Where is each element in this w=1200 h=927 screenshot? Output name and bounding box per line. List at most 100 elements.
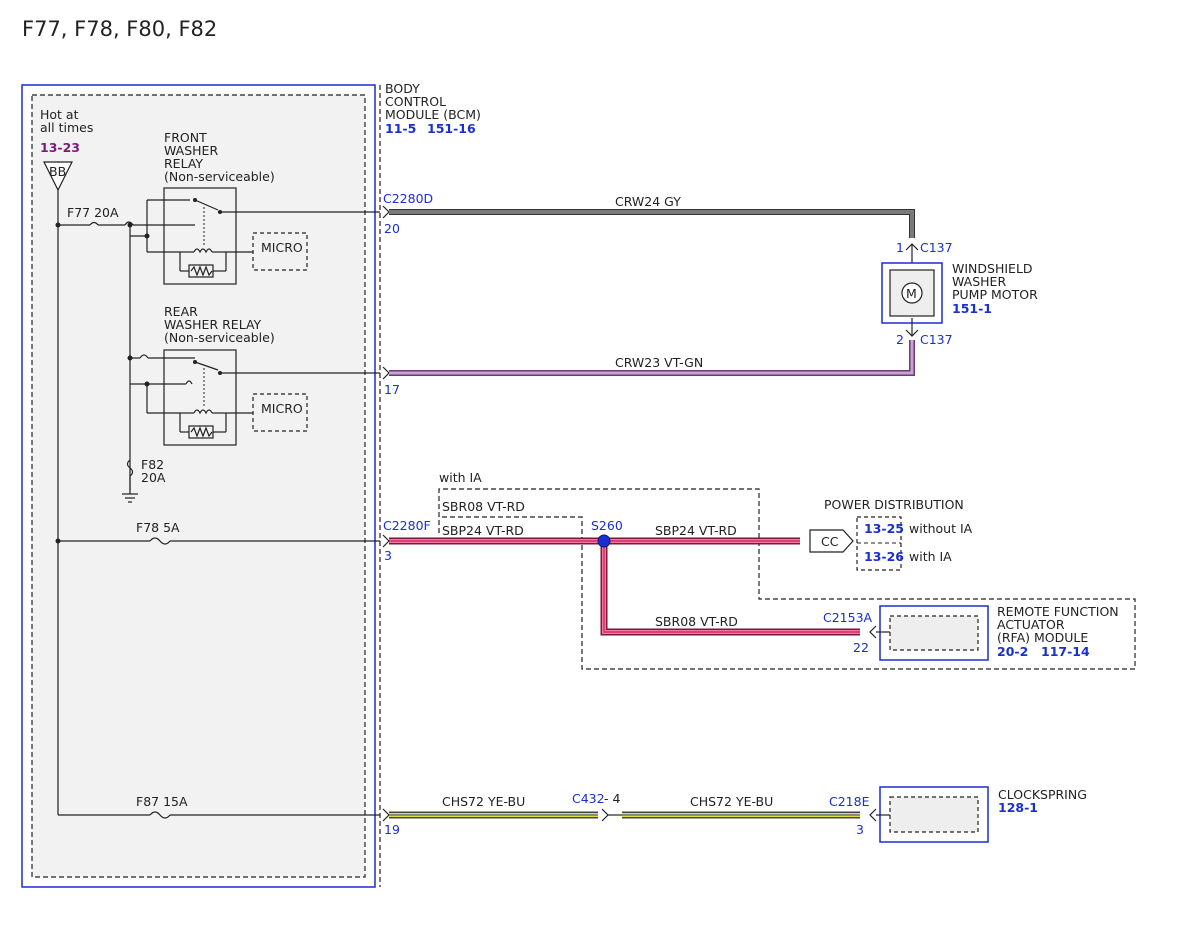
relay-resistor-zigzag: [190, 426, 213, 438]
power-dist-ref-1[interactable]: 13-25: [864, 521, 904, 536]
wire-sbp24-left-label: SBP24 VT-RD: [442, 523, 524, 538]
with-ia-label: with IA: [439, 470, 482, 485]
bcm-label-1: BODY: [385, 81, 420, 96]
clockspring-ref[interactable]: 128-1: [998, 800, 1038, 815]
c2280d-pin-20: 20: [384, 221, 400, 236]
fuse-f87-label: F87 15A: [136, 794, 188, 809]
c137-pin-1: 1: [896, 240, 904, 255]
connector-arrow: [382, 366, 390, 380]
c137-pin-2: 2: [896, 332, 904, 347]
clockspring-label: CLOCKSPRING: [998, 787, 1087, 802]
wire-crossover: [185, 380, 193, 385]
power-dist-note-1: without IA: [909, 521, 973, 536]
connector-arrow: [382, 205, 390, 219]
wire-chs72-left-label: CHS72 YE-BU: [442, 794, 525, 809]
wire-sbp24-right-label: SBP24 VT-RD: [655, 523, 737, 538]
washer-motor-label-2: WASHER: [952, 274, 1006, 289]
relay-coil: [193, 409, 213, 415]
splice-s260[interactable]: [597, 534, 611, 548]
fuse-f77-symbol: [89, 221, 99, 226]
hot-label-1: Hot at: [40, 107, 79, 122]
rear-relay-box: [163, 349, 237, 446]
connector-arrow: [382, 534, 390, 548]
power-dist-ref-2[interactable]: 13-26: [864, 549, 904, 564]
clockspring-body: [889, 796, 979, 833]
front-micro-box: [252, 232, 308, 271]
connector-arrow: [869, 808, 877, 822]
rear-micro-label: MICRO: [261, 401, 303, 416]
c432-arrow: [601, 808, 609, 822]
cc-label: CC: [821, 534, 839, 549]
rfa-label-3: (RFA) MODULE: [997, 630, 1088, 645]
relay-coil: [193, 248, 213, 254]
wire-crw23-label: CRW23 VT-GN: [615, 355, 703, 370]
bcm-ref-1[interactable]: 11-5: [385, 121, 416, 136]
cc-connector[interactable]: [809, 529, 854, 553]
front-relay-label-3: RELAY: [164, 156, 203, 171]
fuse-f78-symbol: [149, 537, 171, 545]
fuse-f82-label: F82: [141, 457, 164, 472]
c137-bottom-arrow: [905, 329, 919, 337]
power-ref[interactable]: 13-23: [40, 140, 80, 155]
splice-s260-label: S260: [591, 518, 623, 533]
connector-c137-bottom[interactable]: C137: [920, 332, 953, 347]
bus-bb-symbol: [43, 161, 73, 192]
rfa-ref-1[interactable]: 20-2: [997, 644, 1028, 659]
c218e-pin-3: 3: [856, 822, 864, 837]
wire-crw23[interactable]: [389, 340, 914, 375]
motor-symbol: M: [906, 286, 917, 301]
relay-resistor-zigzag: [190, 265, 213, 277]
connector-c218e[interactable]: C218E: [829, 794, 870, 809]
rfa-ref-2[interactable]: 117-14: [1041, 644, 1090, 659]
connector-c2280f[interactable]: C2280F: [383, 518, 431, 533]
front-relay-label-2: WASHER: [164, 143, 218, 158]
washer-motor-label-3: PUMP MOTOR: [952, 287, 1038, 302]
hot-label-2: all times: [40, 120, 93, 135]
front-micro-label: MICRO: [261, 240, 303, 255]
fuse-f87-symbol: [149, 811, 171, 819]
front-relay-box: [163, 187, 237, 285]
connector-c2280d[interactable]: C2280D: [383, 191, 433, 206]
washer-motor-ref[interactable]: 151-1: [952, 301, 992, 316]
connector-c137-top[interactable]: C137: [920, 240, 953, 255]
wire-crossover: [139, 354, 149, 359]
fuse-f82-symbol: [126, 459, 134, 477]
wire-sbr08-top-label: SBR08 VT-RD: [442, 499, 525, 514]
bcm-ref-2[interactable]: 151-16: [427, 121, 476, 136]
wire-chs72-right-label: CHS72 YE-BU: [690, 794, 773, 809]
wire-sbr08-stripe: [603, 541, 860, 633]
c2280f-pin-3: 3: [384, 548, 392, 563]
wire-crw24-outline: [389, 209, 915, 238]
rfa-label-2: ACTUATOR: [997, 617, 1065, 632]
relay-switch-arm: [194, 361, 219, 371]
splice-dot: [127, 222, 133, 228]
rear-relay-label-1: REAR: [164, 304, 198, 319]
wire-sbr08-bottom-label: SBR08 VT-RD: [655, 614, 738, 629]
rear-micro-box: [252, 393, 308, 432]
fuse-f78-label: F78 5A: [136, 520, 180, 535]
rear-relay-label-3: (Non-serviceable): [164, 330, 275, 345]
motor-icon: [901, 282, 923, 304]
rfa-label-1: REMOTE FUNCTION: [997, 604, 1119, 619]
fuse-f77-label: F77 20A: [67, 205, 119, 220]
c432-pin: - 4: [604, 791, 620, 806]
connector-c432[interactable]: C432: [572, 791, 605, 806]
power-dist-note-2: with IA: [909, 549, 952, 564]
bus-bb-label: BB: [49, 164, 66, 179]
front-relay-label-4: (Non-serviceable): [164, 169, 275, 184]
connector-c2153a[interactable]: C2153A: [823, 610, 873, 625]
power-distribution-label: POWER DISTRIBUTION: [824, 497, 964, 512]
rear-relay-label-2: WASHER RELAY: [164, 317, 262, 332]
fuse-f82-rating: 20A: [141, 470, 166, 485]
wire-crw24-label: CRW24 GY: [615, 194, 681, 209]
relay-switch-arm: [194, 199, 219, 211]
washer-motor-label-1: WINDSHIELD: [952, 261, 1033, 276]
page-title: F77, F78, F80, F82: [22, 17, 217, 41]
connector-arrow: [382, 808, 390, 822]
wire-crw24[interactable]: [389, 210, 914, 238]
c2280d-pin-17: 17: [384, 382, 400, 397]
c2280f-pin-19: 19: [384, 822, 400, 837]
with-ia-region: [438, 488, 1136, 670]
front-relay-label-1: FRONT: [164, 130, 207, 145]
